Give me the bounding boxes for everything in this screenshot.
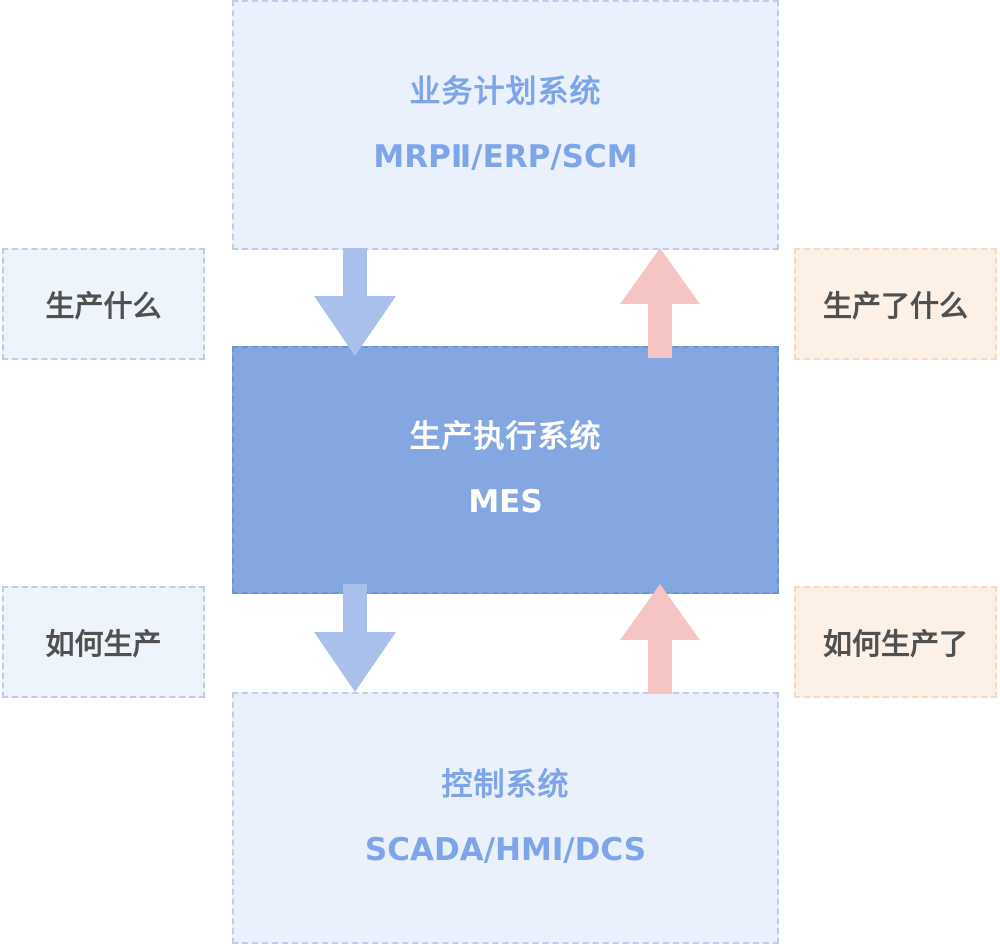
up-arrow-icon — [620, 584, 700, 694]
control-system-subtitle: SCADA/HMI/DCS — [364, 832, 647, 868]
business-planning-title: 业务计划系统 — [409, 74, 602, 110]
mes-title: 生产执行系统 — [409, 419, 602, 455]
business-planning-subtitle: MRPⅡ/ERP/SCM — [373, 139, 638, 175]
mes-box: 生产执行系统 MES — [232, 346, 779, 594]
what-was-produced-label: 生产了什么 — [794, 248, 997, 360]
down-arrow-icon — [314, 584, 396, 692]
how-was-produced-label: 如何生产了 — [794, 586, 997, 698]
control-system-title: 控制系统 — [441, 767, 570, 803]
control-system-box: 控制系统 SCADA/HMI/DCS — [232, 692, 779, 944]
what-to-produce-label: 生产什么 — [2, 248, 205, 360]
down-arrow-icon — [314, 248, 396, 356]
how-to-produce-label: 如何生产 — [2, 586, 205, 698]
business-planning-system-box: 业务计划系统 MRPⅡ/ERP/SCM — [232, 0, 779, 250]
mes-subtitle: MES — [468, 484, 543, 520]
up-arrow-icon — [620, 248, 700, 358]
